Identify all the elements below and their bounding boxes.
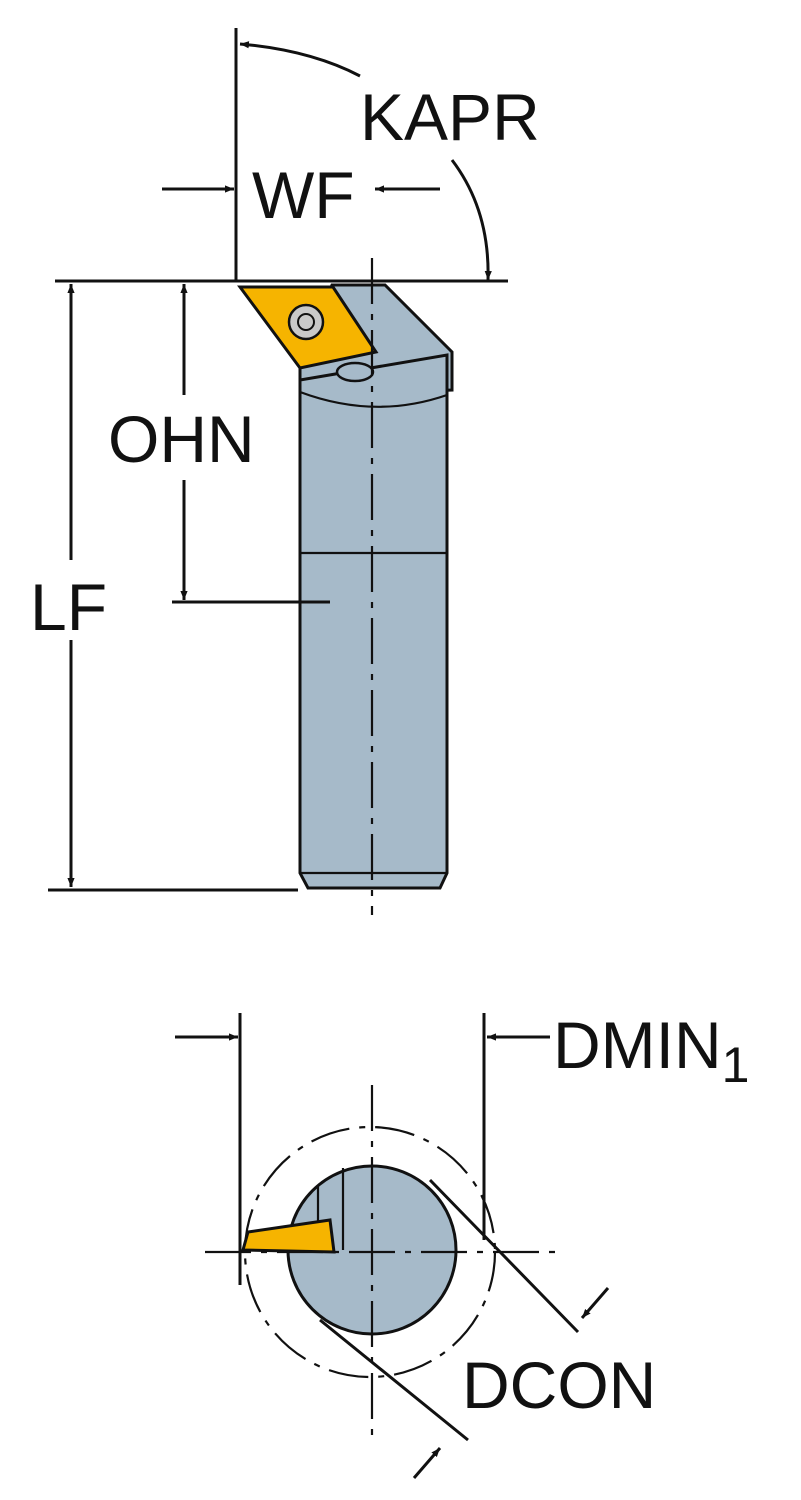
dcon-extension-lower [319, 1318, 469, 1442]
neck-curve [299, 390, 448, 408]
side-view: KAPR WF OHN LF [30, 28, 540, 915]
ohn-label: OHN [108, 402, 255, 476]
dmin-label: DMIN1 [553, 1008, 749, 1093]
lf-label: LF [30, 570, 107, 644]
dmin-subscript: 1 [722, 1037, 750, 1093]
insert-screw-icon [287, 303, 325, 341]
kapr-arc-lower [450, 159, 492, 281]
insert-section [241, 1218, 336, 1254]
dcon-extension-upper [428, 1178, 580, 1334]
kapr-label: KAPR [360, 80, 540, 154]
wf-label: WF [252, 158, 355, 232]
tool-shank [298, 353, 449, 890]
dcon-arrow-lower [412, 1447, 442, 1479]
dmin-main: DMIN [553, 1008, 722, 1082]
clamp-screw [335, 361, 375, 383]
dcon-arrow-upper [580, 1287, 610, 1319]
dcon-label: DCON [462, 1348, 656, 1422]
kapr-arc [239, 41, 361, 78]
end-view: DMIN1 DCON [175, 1008, 749, 1479]
torx-icon [297, 313, 315, 331]
